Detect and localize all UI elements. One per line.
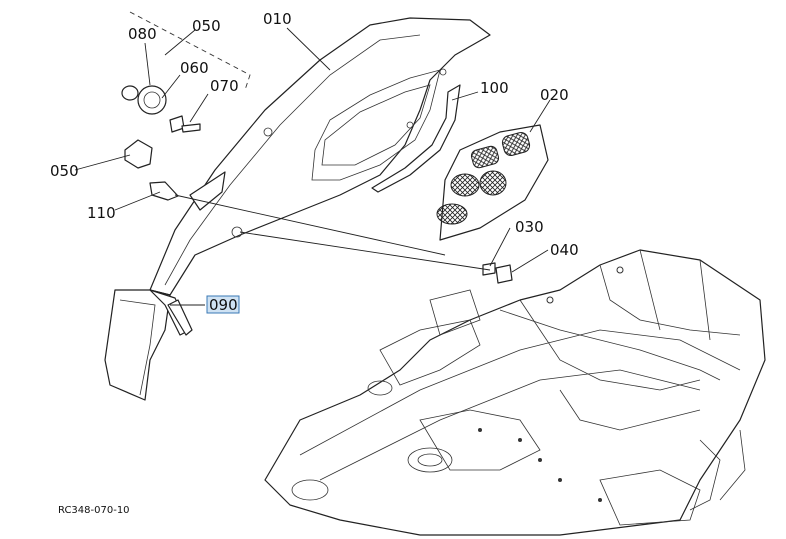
mesh-grille [436, 124, 549, 241]
callout-030: 030 [515, 218, 544, 236]
seal-strip [371, 84, 461, 193]
drawing-code: RC348-070-10 [58, 505, 130, 516]
rubber-strip-090 [167, 299, 193, 336]
latch-parts [121, 85, 513, 284]
callout-100: 100 [480, 79, 509, 97]
callout-010: 010 [263, 10, 292, 28]
callout-070: 070 [210, 77, 239, 95]
hood-panel [149, 17, 491, 296]
callout-050-left: 050 [50, 162, 79, 180]
group-bracket [129, 11, 251, 91]
callout-060: 060 [180, 59, 209, 77]
callout-labels: 010 020 030 040 050 050 060 070 080 090 … [50, 10, 579, 516]
callout-090[interactable]: 090 [209, 296, 238, 314]
callout-050-top: 050 [192, 17, 221, 35]
callout-090-highlight [206, 295, 240, 314]
callout-080: 080 [128, 25, 157, 43]
callout-040: 040 [550, 241, 579, 259]
chassis-frame [264, 249, 766, 536]
leader-lines [74, 27, 551, 306]
callout-020: 020 [540, 86, 569, 104]
callout-110: 110 [87, 204, 116, 222]
